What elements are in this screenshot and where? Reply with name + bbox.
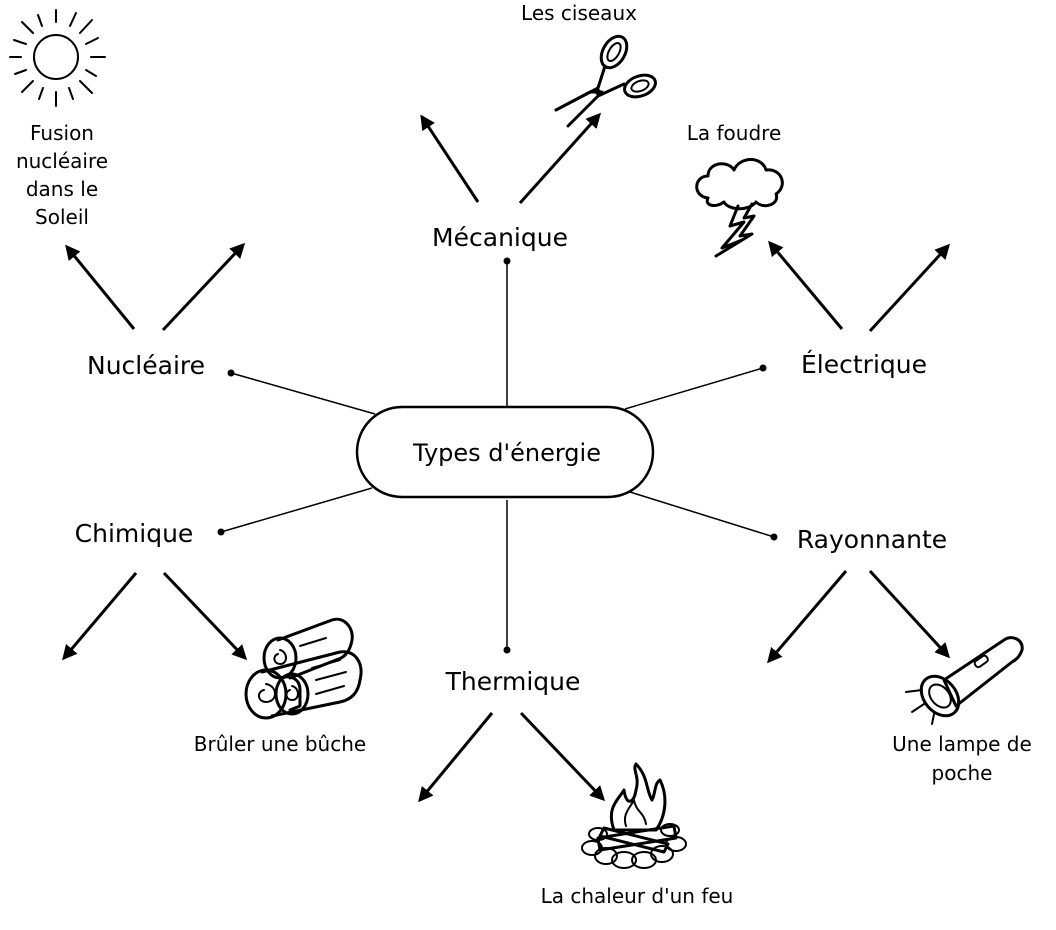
dot-electrique (759, 364, 767, 372)
category-chimique: Chimique (75, 519, 194, 548)
dot-mecanique (503, 257, 511, 265)
arrow-chimique-left (62, 572, 138, 661)
dot-thermique (503, 646, 511, 654)
connector-electrique (624, 367, 764, 410)
arrow-mecanique-left (420, 114, 480, 203)
arrow-mecanique-ciseaux (518, 112, 602, 205)
arrows (62, 112, 951, 803)
connector-nucleaire (230, 372, 376, 415)
example-ciseaux: Les ciseaux (521, 1, 637, 25)
center-node (355, 405, 655, 499)
example-fusion-line-1: Fusion (30, 121, 94, 145)
example-fusion-line-4: Soleil (35, 205, 89, 229)
flashlight-icon (905, 636, 1024, 725)
example-fusion-line-3: dans le (26, 177, 98, 201)
arrow-nucleaire-right (161, 242, 246, 332)
connector-chimique (220, 487, 373, 533)
scissors-icon (554, 34, 657, 128)
example-lampe-line-2: poche (932, 761, 993, 785)
example-fusion-line-2: nucléaire (16, 149, 108, 173)
arrow-rayonnante-left (767, 570, 848, 664)
example-foudre: La foudre (687, 121, 782, 145)
category-mecanique: Mécanique (432, 223, 568, 252)
category-electrique: Électrique (801, 350, 927, 379)
dot-chimique (217, 528, 225, 536)
category-nucleaire: Nucléaire (87, 351, 205, 380)
campfire-icon (581, 762, 687, 869)
arrow-electrique-foudre (768, 240, 844, 330)
arrow-rayonnante-lampe (868, 569, 951, 659)
connector-lines (217, 257, 778, 654)
logs-icon (244, 617, 363, 720)
dot-nucleaire (227, 369, 235, 377)
lightning-cloud-icon (695, 158, 784, 258)
arrow-thermique-feu (519, 711, 606, 802)
arrow-electrique-right (868, 243, 951, 333)
sun-icon (9, 9, 106, 107)
connector-rayonnante (629, 491, 775, 538)
category-thermique: Thermique (445, 667, 581, 696)
arrow-thermique-left (418, 712, 494, 803)
arrow-nucleaire-fusion (65, 244, 136, 330)
example-lampe-line-1: Une lampe de (892, 732, 1032, 756)
dot-rayonnante (770, 533, 778, 541)
center-label: Types d'énergie (412, 439, 601, 467)
arrow-chimique-buche (162, 571, 248, 661)
example-feu: La chaleur d'un feu (541, 884, 734, 908)
example-buche: Brûler une bûche (194, 732, 366, 756)
category-rayonnante: Rayonnante (797, 525, 947, 554)
